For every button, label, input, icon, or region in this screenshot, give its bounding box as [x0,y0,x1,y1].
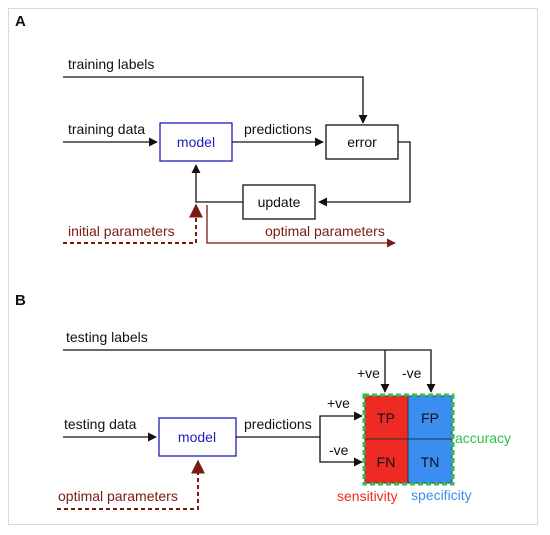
error-to-update-arrow [318,141,411,207]
tn-label: TN [421,454,440,470]
testing-labels-label: testing labels [66,329,148,345]
testing-data-label: testing data [64,416,137,432]
model-box-a [159,122,233,162]
predicted-positive-label: +ve [327,395,350,411]
fn-label: FN [377,454,396,470]
optimal-parameters-arrow-b [57,459,205,510]
tp-label: TP [377,410,395,426]
testing-labels-arrow [63,349,436,393]
actual-positive-label: +ve [357,365,380,381]
figure-frame [8,8,538,525]
initial-parameters-label: initial parameters [68,223,175,239]
training-data-label: training data [68,121,145,137]
update-label: update [258,194,301,210]
fp-label: FP [421,410,439,426]
optimal-parameters-arrow-a [206,205,396,248]
predictions-split-arrows [236,411,363,467]
training-labels-label: training labels [68,56,154,72]
error-label: error [347,134,377,150]
specificity-label: specificity [411,487,472,503]
model-label-b: model [178,429,216,445]
model-box-b [158,417,237,457]
predicted-negative-label: -ve [329,442,349,458]
actual-negative-label: -ve [402,365,422,381]
model-label-a: model [177,134,215,150]
accuracy-outline [362,393,455,486]
accuracy-label: accuracy [455,430,511,446]
optimal-parameters-label-b: optimal parameters [58,488,178,504]
optimal-parameters-label-a: optimal parameters [265,223,385,239]
predictions-label-a: predictions [244,121,312,137]
sensitivity-label: sensitivity [337,488,398,504]
initial-parameters-arrow [63,203,203,244]
update-to-model-arrow [191,164,243,203]
predictions-label-b: predictions [244,416,312,432]
confusion-matrix: TP FP FN TN [362,393,455,486]
update-box [242,184,316,220]
panel-a-letter: A [15,13,26,30]
panel-b-letter: B [15,292,26,309]
training-labels-arrow [63,76,368,124]
